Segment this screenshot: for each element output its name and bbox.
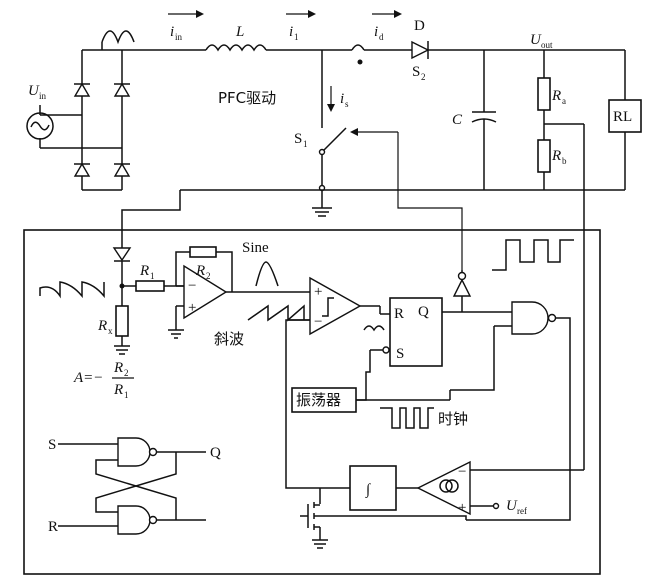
integrator-box bbox=[349, 465, 397, 511]
svg-text:s: s bbox=[345, 99, 349, 109]
R1-label: R bbox=[139, 263, 149, 279]
rectified-waveform bbox=[39, 281, 105, 299]
gain-den: R bbox=[113, 382, 123, 398]
load-RL bbox=[608, 50, 642, 190]
boost-inductor-L bbox=[205, 44, 267, 52]
S1-label: S bbox=[294, 131, 302, 147]
RL-label: RL bbox=[613, 109, 632, 125]
error-amplifier-ota: − + bbox=[416, 460, 584, 516]
diode-D bbox=[411, 40, 430, 60]
svg-text:1: 1 bbox=[124, 390, 129, 400]
bridge-rectifier bbox=[40, 49, 131, 191]
Rb-label: R bbox=[551, 148, 561, 164]
sine-label: Sine bbox=[242, 240, 269, 256]
svg-text:−: − bbox=[188, 278, 196, 294]
svg-text:+: + bbox=[188, 300, 196, 316]
i1-label: i bbox=[289, 24, 293, 40]
controller-box bbox=[23, 229, 601, 575]
svg-text:in: in bbox=[39, 91, 47, 101]
clock-label: 时钟 bbox=[438, 410, 468, 428]
svg-text:2: 2 bbox=[206, 271, 211, 281]
svg-text:out: out bbox=[541, 40, 553, 50]
gain-num: R bbox=[113, 360, 123, 376]
svg-text:1: 1 bbox=[303, 139, 308, 149]
reset-mosfet bbox=[300, 488, 467, 549]
svg-text:1: 1 bbox=[150, 271, 155, 281]
ac-source bbox=[26, 105, 54, 148]
svg-text:+: + bbox=[314, 284, 322, 300]
svg-text:2: 2 bbox=[421, 72, 426, 82]
resistor-R1 bbox=[135, 280, 165, 292]
ff-R-label: R bbox=[394, 306, 404, 322]
ff-Q-label: Q bbox=[418, 304, 429, 320]
comparator: + − bbox=[309, 276, 380, 336]
gain-A-label: A=− bbox=[73, 370, 103, 386]
uin-label: U bbox=[28, 83, 40, 99]
is-label: i bbox=[340, 91, 344, 107]
latch-R-label: R bbox=[48, 519, 58, 535]
svg-text:1: 1 bbox=[294, 32, 299, 42]
ramp-label: 斜波 bbox=[214, 330, 244, 348]
ramp-waveform bbox=[247, 304, 305, 322]
Rx-label: R bbox=[97, 318, 107, 334]
sr-flip-flop bbox=[370, 297, 443, 367]
svg-text:x: x bbox=[108, 326, 113, 336]
svg-text:d: d bbox=[379, 32, 384, 42]
latch-Q-label: Q bbox=[210, 445, 221, 461]
S2-label: S bbox=[412, 64, 420, 80]
sense-diode bbox=[112, 247, 132, 355]
inverting-amplifier: − + bbox=[168, 246, 310, 339]
emi-inductor bbox=[101, 30, 135, 50]
gate-driver-buffer bbox=[452, 270, 472, 297]
R2-label: R bbox=[195, 263, 205, 279]
Ra-label: R bbox=[551, 88, 561, 104]
coupling-coil bbox=[363, 325, 385, 332]
divider-Ra-Rb bbox=[537, 50, 585, 470]
output-capacitor-C bbox=[471, 50, 497, 190]
sine-wave-sketch bbox=[255, 261, 279, 287]
iin-label: i bbox=[170, 24, 174, 40]
uout-label: U bbox=[530, 32, 542, 48]
svg-text:2: 2 bbox=[124, 368, 129, 378]
svg-text:in: in bbox=[175, 32, 183, 42]
L-label: L bbox=[235, 24, 244, 40]
svg-text:+: + bbox=[458, 500, 466, 516]
svg-text:a: a bbox=[562, 96, 566, 106]
latch-S-label: S bbox=[48, 437, 56, 453]
switch-S1 bbox=[312, 50, 347, 217]
oscillator-label: 振荡器 bbox=[296, 391, 341, 409]
C-label: C bbox=[452, 112, 463, 128]
svg-text:ref: ref bbox=[517, 506, 527, 516]
integrator-symbol: ∫ bbox=[365, 482, 372, 498]
D-label: D bbox=[414, 18, 425, 34]
clock-waveform bbox=[380, 407, 434, 429]
pfc-drive-label: PFC驱动 bbox=[218, 89, 276, 107]
id-label: i bbox=[374, 24, 378, 40]
svg-text:−: − bbox=[314, 314, 322, 330]
current-arrows bbox=[168, 10, 402, 18]
square-waveform bbox=[492, 239, 574, 271]
svg-text:−: − bbox=[458, 464, 466, 480]
current-sense-coil bbox=[351, 44, 365, 65]
ff-S-label: S bbox=[396, 346, 404, 362]
svg-text:b: b bbox=[562, 156, 567, 166]
nand-latch bbox=[58, 437, 206, 535]
uref-label: U bbox=[506, 498, 518, 514]
nand-gate-main bbox=[450, 301, 571, 521]
